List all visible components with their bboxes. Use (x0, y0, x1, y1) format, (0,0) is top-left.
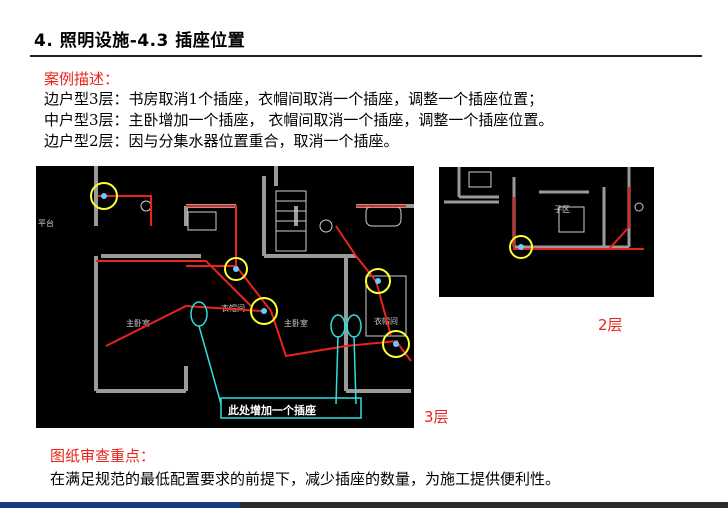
floor3-label: 3层 (424, 408, 449, 426)
case-line-3: 边户型2层：因与分集水器位置重合，取消一个插座。 (44, 132, 399, 150)
floor2-label: 2层 (598, 316, 623, 334)
room-label-master-left: 主卧室 (126, 318, 150, 328)
case-line-2: 中户型3层：主卧增加一个插座， 衣帽间取消一个插座，调整一个插座位置。 (44, 111, 554, 129)
floor3-drawing: 平台 主卧室 主卧室 衣帽间 衣帽间 此处增加一个插座 (36, 166, 414, 428)
room-label-platform: 平台 (38, 218, 54, 228)
room-label-master-right: 主卧室 (284, 318, 308, 328)
footer-bar (0, 502, 728, 508)
floor2-drawing: 子区 (439, 167, 654, 297)
case-line-1: 边户型3层：书房取消1个插座，衣帽间取消一个插座，调整一个插座位置； (44, 90, 544, 108)
case-heading: 案例描述： (44, 70, 120, 88)
review-text: 在满足规范的最低配置要求的前提下，减少插座的数量，为施工提供便利性。 (50, 470, 561, 488)
callout-add-socket: 此处增加一个插座 (228, 403, 316, 417)
room-label-closet-left: 衣帽间 (221, 303, 245, 313)
title-divider (30, 55, 702, 57)
room-label-child: 子区 (554, 205, 570, 214)
review-heading: 图纸审查重点： (50, 447, 156, 465)
page-title: 4. 照明设施-4.3 插座位置 (34, 31, 246, 51)
case-description: 边户型3层：书房取消1个插座，衣帽间取消一个插座，调整一个插座位置； 中户型3层… (44, 89, 553, 152)
